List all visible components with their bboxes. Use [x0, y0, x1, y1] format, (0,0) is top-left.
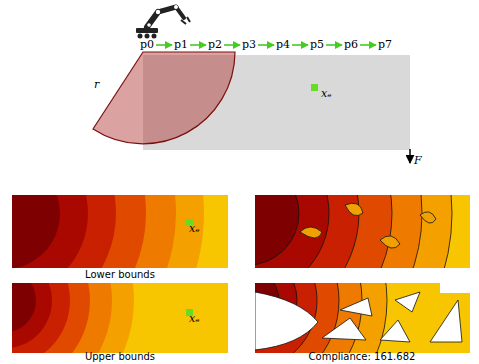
- panel-caption: Compliance: 161.682: [309, 351, 416, 363]
- path-point: p7: [377, 39, 393, 51]
- panel-caption: Lower bounds: [85, 269, 155, 281]
- motion-arrow: [156, 44, 172, 46]
- path-point: p6: [343, 39, 359, 51]
- path-point: p2: [207, 39, 223, 51]
- path-point: p3: [241, 39, 257, 51]
- contour-panel: [255, 195, 470, 268]
- load-arrow: [409, 149, 411, 163]
- point-label: xₑ: [189, 313, 199, 325]
- robot-icon: [136, 5, 190, 39]
- point-label: p6: [344, 38, 358, 51]
- panel-caption: Upper bounds: [85, 351, 155, 363]
- motion-arrow: [190, 44, 206, 46]
- path-point: p1: [173, 39, 189, 51]
- motion-arrow: [326, 44, 342, 46]
- point-label: p4: [276, 38, 290, 51]
- contour-panel: [255, 283, 470, 353]
- point-label: p7: [378, 38, 392, 51]
- path-point: p5: [309, 39, 325, 51]
- point-label: p2: [208, 38, 222, 51]
- contour-panel: [12, 195, 228, 268]
- point-label: xₑ: [189, 223, 199, 235]
- point-label: p3: [242, 38, 256, 51]
- force-label: F: [414, 155, 422, 167]
- motion-arrow: [360, 44, 376, 46]
- path-point: p0: [139, 39, 155, 51]
- point-label: xₑ: [321, 88, 331, 100]
- eval-point: [311, 84, 318, 91]
- point-label: p0: [140, 38, 154, 51]
- motion-arrow: [292, 44, 308, 46]
- point-label: p1: [174, 38, 188, 51]
- reach-sector: [93, 52, 235, 144]
- point-label: p5: [310, 38, 324, 51]
- motion-arrow: [224, 44, 240, 46]
- motion-arrow: [258, 44, 274, 46]
- radius-label: r: [94, 79, 99, 91]
- path-point: p4: [275, 39, 291, 51]
- contour-panel: [12, 283, 228, 353]
